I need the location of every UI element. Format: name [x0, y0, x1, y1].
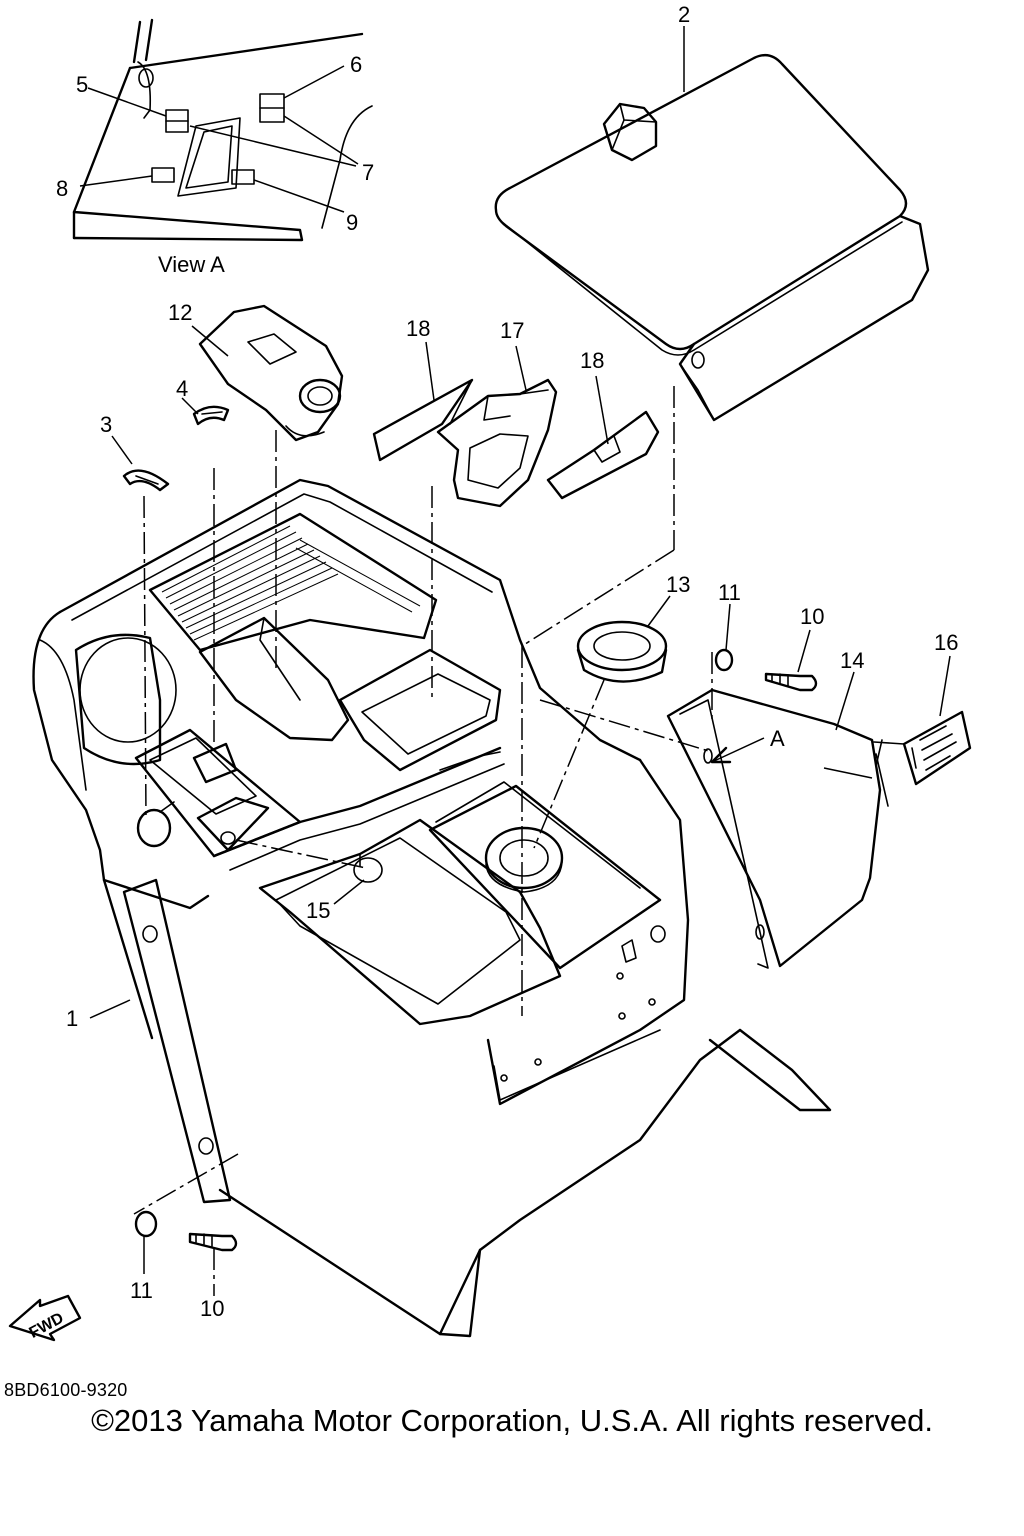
- callout-10-bottom: 10: [200, 1296, 224, 1321]
- fwd-arrow-icon: FWD: [8, 1294, 82, 1342]
- diagram-code: 8BD6100-9320: [4, 1380, 128, 1400]
- view-a-label: View A: [158, 252, 225, 277]
- view-a-inset: [72, 18, 373, 242]
- storage-lid-part: [494, 53, 930, 422]
- console-body-part: [32, 478, 832, 1338]
- callout-12: 12: [168, 300, 192, 325]
- callout-9: 9: [346, 210, 358, 235]
- view-a-marker: A: [770, 726, 785, 751]
- callout-8: 8: [56, 176, 68, 201]
- grommet-part: [576, 620, 668, 683]
- callout-6: 6: [350, 52, 362, 77]
- callout-15: 15: [306, 898, 330, 923]
- emblem-parts: [122, 405, 230, 492]
- callout-14: 14: [840, 648, 864, 673]
- bracket-parts: [372, 378, 660, 508]
- callout-18-left: 18: [406, 316, 430, 341]
- callout-7: 7: [362, 160, 374, 185]
- callout-18-right: 18: [580, 348, 604, 373]
- callout-1: 1: [66, 1006, 78, 1031]
- callout-13: 13: [666, 572, 690, 597]
- shift-guide-part: [198, 304, 344, 442]
- callout-10-top: 10: [800, 604, 824, 629]
- callout-4: 4: [176, 376, 188, 401]
- assembly-lines: [133, 386, 905, 1296]
- callout-3: 3: [100, 412, 112, 437]
- callout-11-top: 11: [718, 580, 741, 605]
- tray-grille: [161, 525, 421, 641]
- leader-lines: [79, 26, 951, 1274]
- callout-labels: 5 6 7 8 9 View A 2 12 4 3 18 17 18 13 11…: [56, 2, 958, 1321]
- callout-5: 5: [76, 72, 88, 97]
- copyright-notice: ©2013 Yamaha Motor Corporation, U.S.A. A…: [91, 1403, 933, 1438]
- callout-17: 17: [500, 318, 524, 343]
- callout-11-bottom: 11: [130, 1278, 153, 1303]
- callout-16: 16: [934, 630, 958, 655]
- fasteners: [134, 648, 818, 1252]
- callout-2: 2: [678, 2, 690, 27]
- side-panel-part: [666, 688, 972, 969]
